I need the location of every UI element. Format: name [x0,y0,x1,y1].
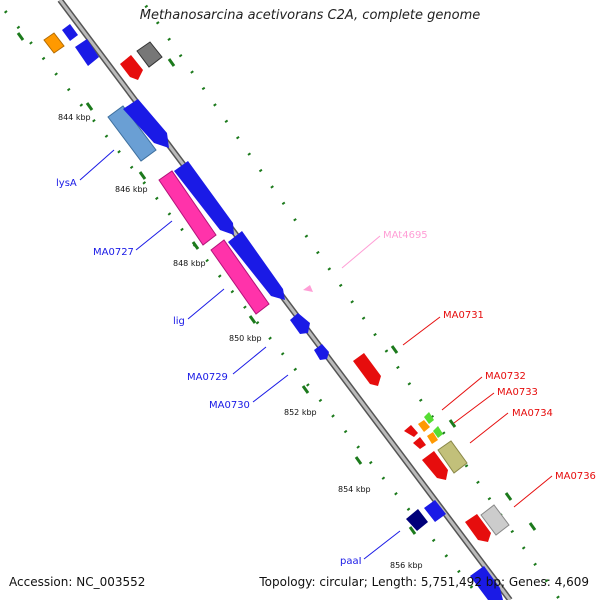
gene-MA0732-green[interactable] [424,412,434,424]
kbp-label: 844 kbp [58,113,91,122]
forward-genes [43,24,503,600]
gene-lysA[interactable] [123,99,169,148]
outer-major-ticks [167,58,537,531]
gene-feature[interactable] [120,55,143,80]
kbp-label: 852 kbp [284,408,317,417]
gene-feature[interactable] [75,39,99,66]
gene-paaI-dark[interactable] [406,509,428,531]
gene-MA0736-grey[interactable] [480,504,510,536]
gene-feature[interactable] [470,566,503,600]
map-title: Methanosarcina acetivorans C2A, complete… [139,8,481,23]
leader-line [232,346,267,375]
gene-label-MA0736[interactable]: MA0736 [555,471,596,482]
genome-summary-text: Topology: circular; Length: 5,751,492 bp… [259,575,589,589]
kbp-label: 846 kbp [115,185,148,194]
leader-line [441,376,483,411]
leader-line [363,530,401,560]
gene-MA0731[interactable] [353,353,381,386]
major-tick [301,385,310,394]
inner-tick-ring [0,2,484,600]
major-tick [138,171,147,180]
gene-label-MA0731[interactable]: MA0731 [443,310,484,321]
gene-label-MA0733[interactable]: MA0733 [497,387,538,398]
major-tick [16,32,25,41]
gene-label-lig[interactable]: lig [173,316,185,327]
kbp-label: 850 kbp [229,334,262,343]
gene-MA0727[interactable] [174,161,234,235]
gene-feature-grey[interactable] [136,41,163,68]
gene-MA0732[interactable] [418,420,430,432]
leader-line [187,288,225,320]
gene-label-MAt4695[interactable]: MAt4695 [383,230,428,241]
major-tick [448,419,457,428]
gene-label-MA0732[interactable]: MA0732 [485,371,526,382]
gene-MA0734[interactable] [437,440,468,474]
gene-paaI[interactable] [424,500,446,522]
gene-feature[interactable] [404,425,418,437]
gene-feature[interactable] [465,514,491,542]
kbp-label: 854 kbp [338,485,371,494]
reverse-label-lines [402,316,553,508]
leader-line [79,149,115,181]
leader-line [402,316,441,346]
gene-lig[interactable] [228,231,285,300]
forward-label-lines [79,149,401,560]
gene-MA0727-rna[interactable] [158,170,217,246]
major-tick [504,492,513,501]
gene-lysA-rna[interactable] [107,105,157,162]
major-ticks [16,32,417,535]
reverse-genes [120,41,510,542]
leader-line [453,392,495,424]
leader-line [135,220,173,251]
leader-line [513,475,553,508]
major-tick [354,456,363,465]
gene-lig-rna[interactable] [210,239,270,315]
gene-label-paaI[interactable]: paaI [340,556,362,567]
gene-MA0733[interactable] [427,432,438,444]
gene-label-MA0730[interactable]: MA0730 [209,400,250,411]
gene-label-MA0729[interactable]: MA0729 [187,372,228,383]
gene-feature-orange[interactable] [43,32,65,54]
major-tick [85,102,94,111]
leader-line [469,412,509,444]
gene-MA0729[interactable] [290,313,310,334]
gene-MAt4695[interactable] [303,285,313,292]
gene-MA0730[interactable] [314,344,329,360]
accession-text: Accession: NC_003552 [9,575,146,589]
gene-label-lysA[interactable]: lysA [56,178,77,189]
gene-MA0733-green[interactable] [433,426,443,438]
major-tick [167,58,176,67]
gene-feature[interactable] [422,451,448,480]
major-tick [390,345,399,354]
leader-line [252,374,289,403]
leader-line-rna [341,235,381,269]
gene-label-MA0727[interactable]: MA0727 [93,247,134,258]
gene-feature[interactable] [413,437,426,449]
major-tick [528,522,537,531]
major-tick [408,526,417,535]
gene-label-MA0734[interactable]: MA0734 [512,408,553,419]
major-tick [191,241,200,250]
kbp-label: 856 kbp [390,561,423,570]
major-tick [248,315,257,324]
gene-feature[interactable] [62,24,78,41]
kbp-label: 848 kbp [173,259,206,268]
